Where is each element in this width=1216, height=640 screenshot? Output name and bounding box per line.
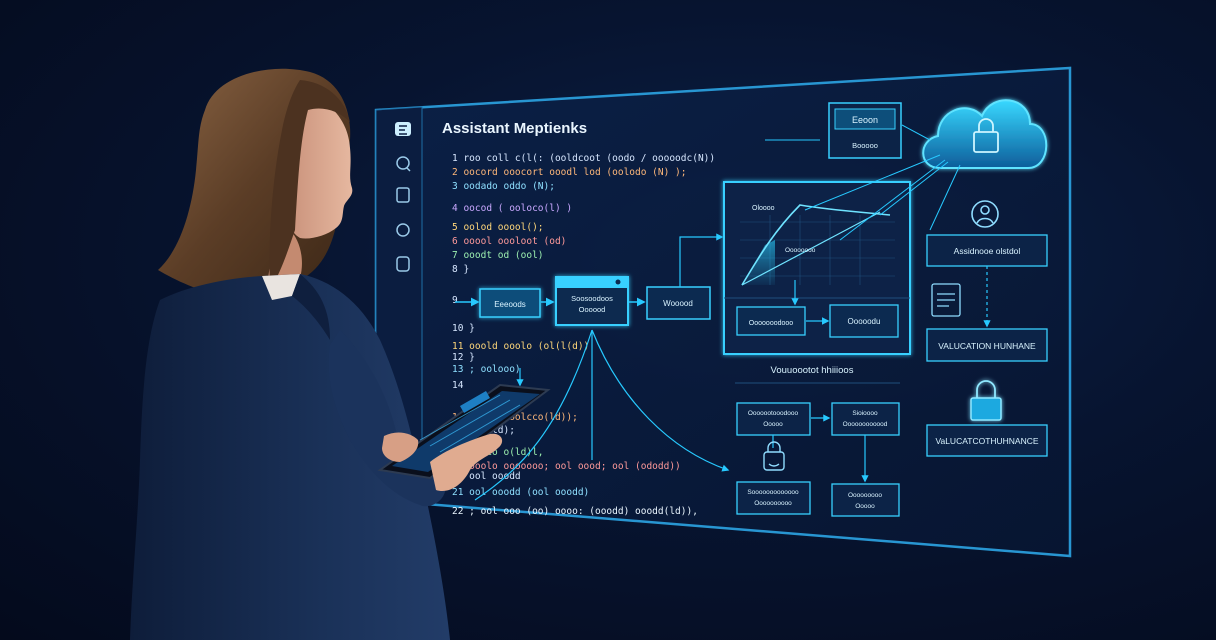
layers-icon[interactable] [396,223,410,237]
face-icon [763,441,785,471]
low-box-1-sub: Ooooo [763,421,783,428]
search-icon[interactable] [396,156,411,172]
chart-box-b[interactable]: Ooooodu [829,304,899,338]
chart-title: Oloooo [752,205,775,212]
code-line: 21 ool ooodd (ool ooodd) [452,487,589,498]
top-box[interactable]: Eeoon Booooo [828,102,902,159]
right-box-2-label: VALUCATION HUNHANE [938,341,1036,351]
top-box-sub: Booooo [852,141,878,150]
holo-panel: Assistant Meptienks 1 roo coll c(l(: (oo… [374,66,1072,558]
user-icon [971,200,999,228]
flow: Eeeoods Soosoodoos Oooood Wooood [455,233,730,501]
right-box-2[interactable]: VALUCATION HUNHANE [926,328,1048,362]
flow-box-3[interactable]: Wooood [646,286,711,320]
bot-box-1[interactable]: Sooooooooooooo Oooooooooo [736,481,811,515]
code-line: 4 oocod ( ooloco(l) ) [452,203,572,214]
bot-box-2-sub: Ooooo [855,503,875,510]
low-box-1-label: Ooooootooodooo [748,410,799,417]
code-line: 14 [452,380,464,391]
arm [328,330,446,507]
chart-line [741,204,891,286]
cloud-lock-icon [922,99,1048,169]
chart-box-a-label: Ooooooodooo [749,320,793,327]
low-box-1[interactable]: Ooooootooodooo Ooooo [736,402,811,436]
lower-diagram: Vouuoootot hhiiioos Ooooootooodooo Ooooo… [735,365,900,517]
flow-box-2[interactable]: Soosoodoos Oooood [555,276,629,326]
logo-icon[interactable] [395,122,411,136]
low-box-2-sub: Oooooooooood [843,421,888,428]
chart-legend: Oooooooo [785,247,816,254]
woman [130,68,551,640]
right-box-3-label: VaLUCATCOTHUHNANCE [935,436,1038,446]
code-line: 6 ooool oooloot (od) [452,236,566,247]
flow-box-1[interactable]: Eeeoods [479,288,541,318]
cloud-links [765,124,961,241]
document-icon[interactable] [396,187,410,203]
right-box-1-label: Assidnooe olstdol [954,246,1021,256]
right-box-3[interactable]: VaLUCATCOTHUHNANCE [926,424,1048,457]
chart-area [742,240,775,285]
code-line: 2 oocord ooocort ooodl lod (oolodo (N) )… [452,167,687,178]
code-line: 10 } [452,323,475,334]
right-hand [430,433,503,492]
hair-front [269,80,350,290]
code-line: 19 ooolo ooooooo; ool oood; ool (ododd)) [452,461,681,472]
chart-box-a[interactable]: Ooooooodooo [736,306,806,336]
suit-jacket [130,274,450,640]
code-line: 1 roo coll c(l(: (ooldcoot (oodo / ooooo… [452,153,715,164]
code-line: 5 oolod ooool(); [452,222,544,233]
low-box-2[interactable]: Sioioooo Oooooooooood [831,402,900,436]
code-line: 12 } [452,352,475,363]
chart-box-b-label: Ooooodu [848,317,881,326]
note-icon[interactable] [396,256,410,272]
code-line: 8 } [452,264,469,275]
top-box-label: Eeoon [852,115,878,125]
collar [262,274,300,300]
flow-box-1-label: Eeeoods [494,300,526,309]
tablet[interactable] [377,383,551,480]
code-line: 9 [452,295,458,306]
code-line: 20 ool ooodd [452,471,521,482]
code-line: 11 ooold ooolo (ol(l(d)) [452,341,589,352]
code-line: 22 ; ool ooo (oo) oooo: (ooodd) ooodd(ld… [452,506,698,517]
flow-box-3-label: Wooood [663,299,693,308]
lower-diagram-title: Vouuoootot hhiiioos [771,365,854,376]
flow-box-2-label: Soosoodoos [571,294,613,303]
lapel [292,274,330,340]
bot-box-2-label: Ooooooooo [848,492,882,499]
code-line: 18 ooolo o(ld)l, [452,447,544,458]
code-line: 15 ooloo ooolcco(ld)); [452,412,578,423]
code-line: 3 oodado oddo (N); [452,181,555,192]
code-line: 7 ooodt od (ool) [452,250,544,261]
left-hand [382,432,419,462]
low-box-2-label: Sioioooo [852,410,878,417]
right-column: Assidnooe olstdol VALUCATION HUNHANE VaL… [926,200,1048,457]
panel-title: Assistant Meptienks [442,120,587,137]
code-line: 13 ; oolooo) [452,364,521,375]
doc-icon [931,283,961,317]
padlock-icon [970,380,1002,421]
bot-box-2[interactable]: Ooooooooo Ooooo [831,483,900,517]
bot-box-1-label: Sooooooooooooo [747,489,799,496]
flow-box-2-sub: Oooood [579,305,606,314]
bot-box-1-sub: Oooooooooo [754,500,792,507]
right-box-1[interactable]: Assidnooe olstdol [926,234,1048,267]
